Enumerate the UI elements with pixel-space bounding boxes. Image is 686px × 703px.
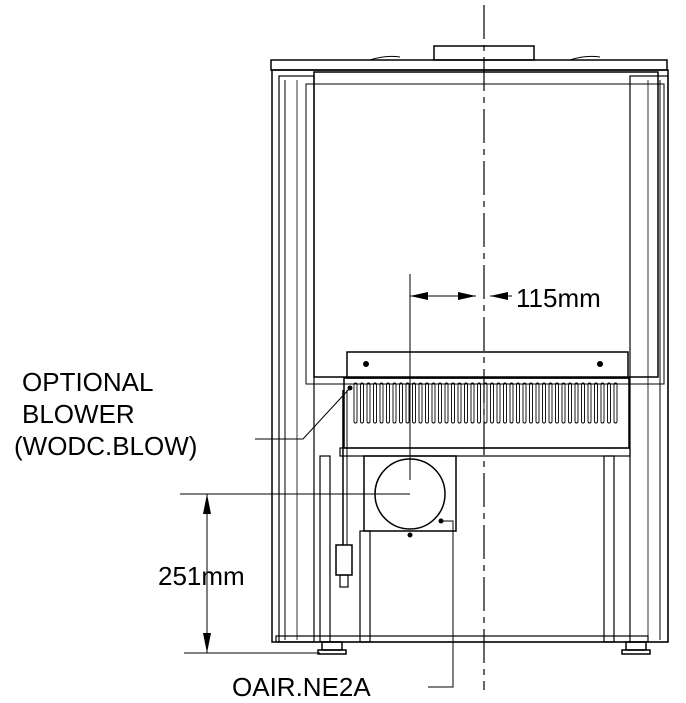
blower-label-line2: BLOWER xyxy=(22,399,135,429)
offset-dimension xyxy=(409,274,512,480)
blower-leader-line xyxy=(255,387,351,440)
legs xyxy=(275,455,651,655)
height-dimension xyxy=(180,493,410,654)
offset-dimension-label: 115mm xyxy=(516,283,601,313)
blower-grille xyxy=(353,382,618,424)
height-dimension-label: 251mm xyxy=(158,561,245,591)
blower-label-line3: (WODC.BLOW) xyxy=(14,431,197,461)
blower-label-line1: OPTIONAL xyxy=(22,367,153,397)
power-cord xyxy=(335,390,353,588)
outside-air-label: OAIR.NE2A xyxy=(232,672,371,702)
top-plate xyxy=(270,45,668,71)
firebox xyxy=(305,71,665,385)
outer-body xyxy=(271,69,669,643)
blower-housing xyxy=(339,351,631,457)
outside-air-leader-line xyxy=(428,520,454,688)
